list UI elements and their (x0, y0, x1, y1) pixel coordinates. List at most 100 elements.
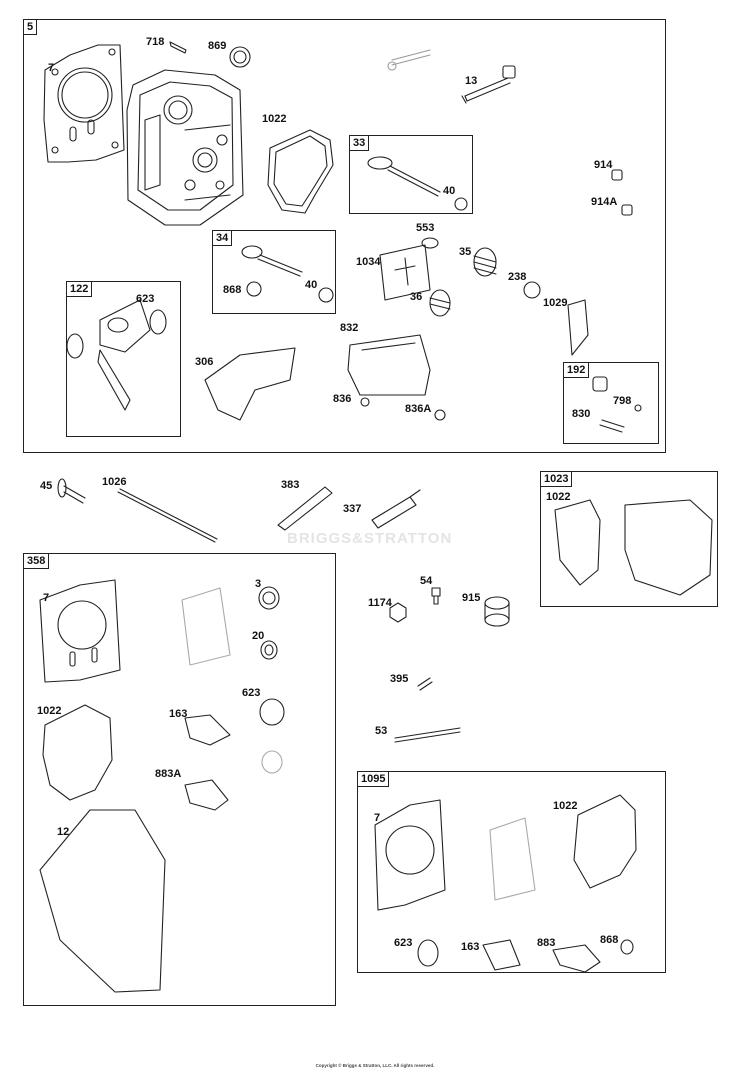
part-40-b[interactable]: 40 (305, 279, 318, 291)
part-395[interactable]: 395 (390, 673, 409, 685)
fitting-192 (592, 376, 642, 433)
part-1034[interactable]: 1034 (356, 256, 381, 268)
part-7-set1095[interactable]: 7 (374, 812, 381, 824)
part-20[interactable]: 20 (252, 630, 265, 642)
group-1095: 1095 (357, 771, 666, 973)
part-7-top[interactable]: 7 (48, 62, 55, 74)
head-gasket-7-top (43, 44, 125, 163)
part-36[interactable]: 36 (410, 291, 423, 303)
part-718[interactable]: 718 (146, 36, 165, 48)
bolt-13 (461, 65, 516, 104)
rocker-cover-1023 (554, 499, 713, 596)
washer-553 (421, 237, 439, 249)
part-830[interactable]: 830 (572, 408, 591, 420)
spring-36 (429, 289, 451, 317)
bolt-836A (434, 409, 446, 421)
spring-35 (473, 247, 497, 277)
group-358: 358 (23, 553, 336, 1006)
part-1022-set1095[interactable]: 1022 (553, 800, 578, 812)
part-914[interactable]: 914 (594, 159, 613, 171)
part-869[interactable]: 869 (208, 40, 227, 52)
part-1022-top[interactable]: 1022 (262, 113, 287, 125)
pushrod-1026 (117, 488, 218, 543)
part-836A[interactable]: 836A (405, 403, 432, 415)
part-7-set358[interactable]: 7 (43, 592, 50, 604)
part-798[interactable]: 798 (613, 395, 632, 407)
group-1023-tag[interactable]: 1023 (540, 471, 573, 487)
part-306[interactable]: 306 (195, 356, 214, 368)
fitting-914A (621, 204, 633, 216)
part-1022-cover[interactable]: 1022 (546, 491, 571, 503)
part-553[interactable]: 553 (416, 222, 435, 234)
group-5: 5 (23, 19, 666, 453)
group-34-tag[interactable]: 34 (212, 230, 233, 246)
part-35[interactable]: 35 (459, 246, 472, 258)
part-623-a[interactable]: 623 (136, 293, 155, 305)
part-1174[interactable]: 1174 (368, 597, 392, 609)
group-5-tag[interactable]: 5 (23, 19, 38, 35)
gasket-set-1095 (374, 794, 637, 973)
part-623-c[interactable]: 623 (394, 937, 413, 949)
part-836[interactable]: 836 (333, 393, 352, 405)
bolt-836 (360, 397, 370, 407)
retainer-868a (246, 281, 262, 297)
intake-adapter-122 (66, 299, 167, 411)
part-868-a[interactable]: 868 (223, 284, 242, 296)
part-337[interactable]: 337 (343, 503, 362, 515)
watermark: BRIGGS&STRATTON (287, 530, 453, 547)
part-1029[interactable]: 1029 (543, 297, 568, 309)
part-1026[interactable]: 1026 (102, 476, 127, 488)
part-13[interactable]: 13 (465, 75, 478, 87)
part-883A[interactable]: 883A (155, 768, 182, 780)
valve-34 (241, 245, 303, 277)
pin-395 (417, 677, 433, 691)
part-915[interactable]: 915 (462, 592, 481, 604)
rocker-gasket-1022-top (267, 129, 334, 214)
copyright: Copyright © Briggs & Stratton, LLC. All … (315, 1063, 435, 1068)
part-832[interactable]: 832 (340, 322, 359, 334)
group-192: 192 (563, 362, 659, 444)
shroud-306 (204, 347, 296, 421)
pin-718 (169, 41, 187, 54)
group-33: 33 (349, 135, 473, 214)
pushrod-guide-45 (57, 478, 86, 504)
group-1095-tag[interactable]: 1095 (357, 771, 390, 787)
group-122-tag[interactable]: 122 (66, 281, 93, 297)
plug-238 (523, 281, 541, 299)
group-1023: 1023 (540, 471, 718, 607)
part-54[interactable]: 54 (420, 575, 433, 587)
part-163-a[interactable]: 163 (169, 708, 188, 720)
seal-40b (318, 287, 334, 303)
part-3[interactable]: 3 (255, 578, 262, 590)
valve-33 (367, 156, 441, 197)
part-623-b[interactable]: 623 (242, 687, 261, 699)
reed-1029 (567, 299, 589, 356)
lever-383 (277, 486, 333, 531)
part-1022-set358[interactable]: 1022 (37, 705, 62, 717)
part-238[interactable]: 238 (508, 271, 527, 283)
part-12[interactable]: 12 (57, 826, 70, 838)
tube-53 (394, 727, 461, 743)
part-163-b[interactable]: 163 (461, 941, 480, 953)
seal-869 (229, 46, 251, 68)
group-358-tag[interactable]: 358 (23, 553, 50, 569)
part-383[interactable]: 383 (281, 479, 300, 491)
bolt-small (387, 49, 431, 71)
part-883[interactable]: 883 (537, 937, 556, 949)
part-53[interactable]: 53 (375, 725, 388, 737)
part-45[interactable]: 45 (40, 480, 53, 492)
breather-1034 (379, 244, 431, 301)
group-122: 122 (66, 281, 181, 437)
nut-1174 (389, 602, 407, 623)
group-33-tag[interactable]: 33 (349, 135, 370, 151)
spark-plug-337 (371, 489, 421, 529)
gasket-set-358 (39, 579, 285, 993)
cylinder-head (126, 69, 244, 226)
part-914A[interactable]: 914A (591, 196, 618, 208)
bushing-915 (484, 596, 510, 627)
part-40-a[interactable]: 40 (443, 185, 456, 197)
group-192-tag[interactable]: 192 (563, 362, 590, 378)
bolt-54 (431, 587, 441, 605)
part-868-b[interactable]: 868 (600, 934, 619, 946)
